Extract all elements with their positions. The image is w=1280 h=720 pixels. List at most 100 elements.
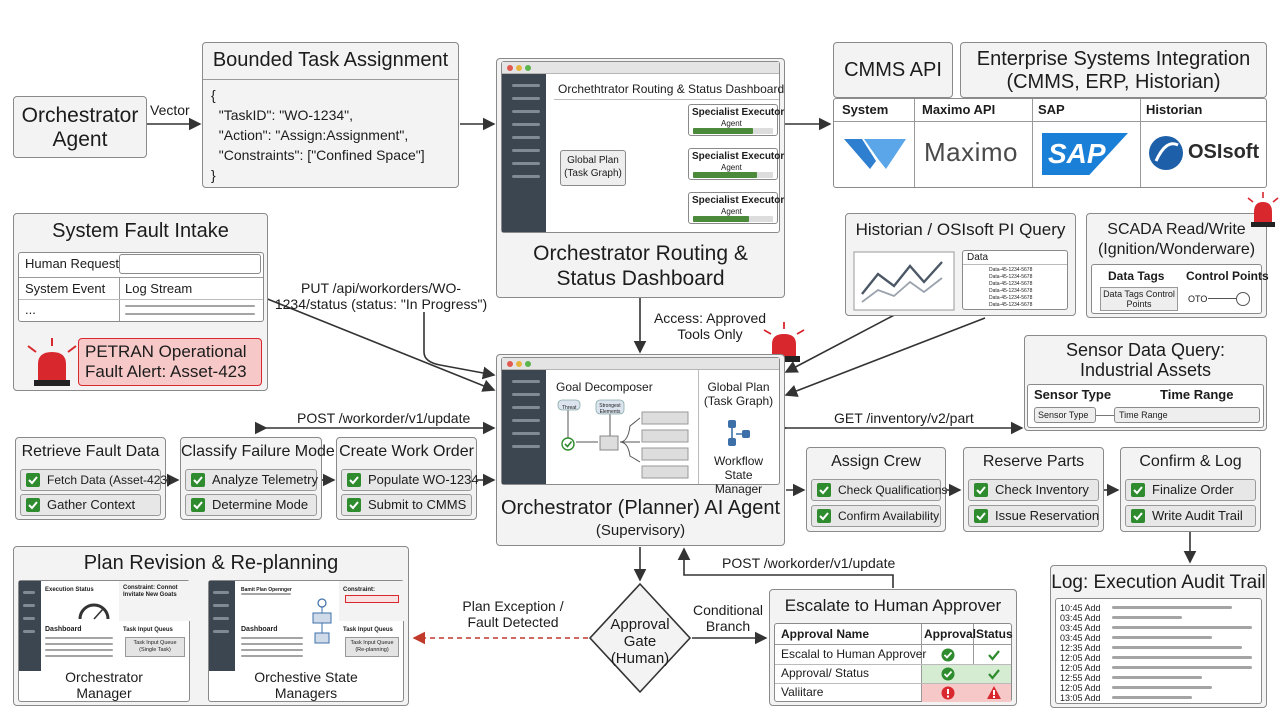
scada-panel: Data Tags Control Points Data Tags Contr… [1091, 264, 1269, 314]
arrow-put-to-planner [423, 312, 496, 380]
manager-panel-2: Bamit Plan Opennger Dashboard Constraint… [208, 580, 405, 702]
routing-dashboard-caption: Orchestrator Routing & Status Dashboard [533, 242, 748, 290]
maximo-logo: Maximo [924, 137, 1019, 167]
executor-card: Specialist Executor Agent [688, 148, 784, 180]
reserve-parts-box: Reserve Parts Check Inventory Issue Rese… [963, 447, 1104, 532]
check-icon [347, 473, 361, 487]
enterprise-box: Enterprise Systems Integration (CMMS, ER… [960, 42, 1267, 98]
json-line: } [211, 167, 216, 183]
planner-window: Goal Decomposer Threat Strongest Element… [501, 357, 780, 496]
data-row: Data-45-1234-5678 [989, 302, 1033, 308]
data-row: Data-45-1234-5678 [989, 281, 1033, 287]
cmms-api-title: CMMS API [844, 59, 942, 81]
json-line: "TaskID": "WO-1234", [211, 107, 354, 123]
approved-icon [941, 667, 955, 681]
step-write-audit: Write Audit Trail [1125, 505, 1256, 527]
executor-card: Specialist Executor Agent [688, 192, 784, 224]
executor-progress [693, 216, 749, 222]
time-range-field[interactable]: Time Range [1114, 407, 1260, 423]
scada-alarm-icon [1247, 192, 1279, 227]
sensor-panel: Sensor Type Time Range Sensor Type Time … [1027, 384, 1264, 428]
alarm-light-icon [27, 338, 77, 386]
human-request-input[interactable] [119, 254, 261, 274]
data-row: Data-45-1234-5678 [989, 295, 1033, 301]
cmms-api-box: CMMS API [833, 42, 953, 98]
check-icon [26, 498, 40, 512]
approval-row-name: Approval/ Status [781, 666, 870, 680]
task-json: { "TaskID": "WO-1234", "Action": "Assign… [211, 85, 425, 185]
post-update-label: POST /workorder/v1/update [297, 410, 471, 426]
routing-dashboard-box: Orchethtrator Routing & Status Dashboard… [496, 58, 785, 298]
historian-title: Historian / OSIsoft PI Query [855, 220, 1066, 239]
ellipsis: ... [25, 302, 36, 317]
trend-chart-icon [853, 251, 955, 311]
classify-failure-box: Classify Failure Mode Analyze Telemetry … [180, 437, 335, 520]
retrieve-fault-box: Retrieve Fault Data Fetch Data (Asset-42… [15, 437, 171, 520]
step-finalize-order: Finalize Order [1125, 479, 1256, 501]
col-header: Historian [1146, 102, 1203, 117]
step-check-inventory: Check Inventory [968, 479, 1099, 501]
col-header: System [842, 102, 889, 117]
fault-intake-title: System Fault Intake [52, 220, 229, 242]
osisoft-logo: OSIsoft [1188, 141, 1260, 163]
status-check-icon [988, 650, 1000, 661]
create-work-order-box: Create Work Order Populate WO-1234 Submi… [336, 437, 479, 520]
log-entry: 10:45 Add [1060, 603, 1101, 613]
log-entry: 03:45 Add [1060, 613, 1101, 623]
planner-title: Orchestrator (Planner) AI Agent [500, 497, 781, 519]
bounded-task-title: Bounded Task Assignment [212, 49, 449, 71]
human-request-label: Human Request [25, 256, 119, 271]
approval-gate-label: Approval Gate (Human) [610, 616, 670, 667]
approval-table: Approval Name Approval Status Escalal to… [774, 623, 1013, 702]
check-icon [1131, 483, 1145, 497]
data-tags-box: Data Tags Control Points [1100, 287, 1178, 311]
control-switch[interactable]: OTO [1188, 291, 1254, 307]
audit-log: 10:45 Add 03:45 Add 03:45 Add 03:45 Add … [1055, 598, 1262, 704]
gauge-icon [78, 603, 110, 620]
assign-crew-box: Assign Crew Check Qualifications Confirm… [806, 447, 947, 532]
plan-exception-label: Plan Exception / Fault Detected [462, 598, 564, 630]
log-entry: 12:05 Add [1060, 663, 1101, 673]
executor-progress [693, 128, 753, 134]
json-line: "Action": "Assign:Assignment", [211, 127, 409, 143]
log-entry: 12:05 Add [1060, 683, 1101, 693]
check-icon [26, 473, 40, 487]
conditional-branch-label: Conditional Branch [692, 602, 764, 634]
enterprise-table: System Maximo API SAP Historian Maximo S… [833, 98, 1267, 188]
scada-title: SCADA Read/Write (Ignition/Wonderware) [1097, 221, 1256, 258]
plan-revision-title: Plan Revision & Re-planning [83, 552, 339, 574]
dashboard-window: Orchethtrator Routing & Status Dashboard… [501, 61, 784, 233]
sensor-box: Sensor Data Query: Industrial Assets Sen… [1024, 335, 1267, 431]
data-row: Data-45-1234-5678 [989, 288, 1033, 294]
check-icon [191, 473, 205, 487]
log-entry: 12:35 Add [1060, 643, 1101, 653]
step-analyze-telemetry: Analyze Telemetry [185, 469, 318, 491]
check-icon [1131, 509, 1145, 523]
sensor-title: Sensor Data Query: Industrial Assets [1065, 340, 1226, 380]
log-entry: 12:05 Add [1060, 653, 1101, 663]
workflow-icon [728, 420, 750, 446]
data-row: Data-45-1234-5678 [989, 267, 1033, 273]
warning-icon [987, 686, 1001, 699]
arrow-escalate-to-planner [677, 547, 894, 588]
log-entry: 12:55 Add [1060, 673, 1101, 683]
data-row: Data-45-1234-5678 [989, 274, 1033, 280]
step-issue-reservation: Issue Reservation [968, 505, 1099, 527]
manager-panel-1: Execution Status Dashboard Constraint: C… [18, 580, 191, 702]
tree-node-label: Threat [562, 405, 577, 411]
error-icon [941, 686, 955, 700]
sensor-type-field[interactable]: Sensor Type [1034, 407, 1096, 423]
approved-icon [941, 648, 955, 662]
sap-logo: SAP [1042, 133, 1128, 175]
panel1-caption: Orchestrator Manager [65, 669, 143, 701]
plan-revision-box: Plan Revision & Re-planning Execution St… [13, 546, 409, 706]
access-label: Access: Approved Tools Only [653, 310, 767, 342]
dashboard-window-title: Orchethtrator Routing & Status Dashboard [558, 82, 785, 96]
executor-progress [693, 172, 757, 178]
historian-data-table: Data Data-45-1234-5678 Data-45-1234-5678… [962, 250, 1068, 310]
approval-gate-diamond [588, 582, 692, 694]
log-stream-label: Log Stream [125, 281, 193, 296]
step-gather-context: Gather Context [20, 494, 161, 516]
approval-row-name: Escalal to Human Approver [781, 647, 927, 661]
step-confirm-availability: Confirm Availability [811, 505, 941, 527]
